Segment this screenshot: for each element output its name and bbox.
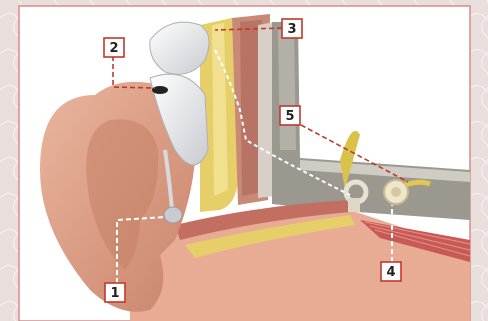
callout-4: 4 <box>381 262 401 281</box>
callout-4-label: 4 <box>386 265 395 280</box>
callout-3: 3 <box>282 19 302 38</box>
callout-3-label: 3 <box>287 22 296 37</box>
callout-2: 2 <box>104 38 124 57</box>
callout-2-label: 2 <box>109 41 118 56</box>
earpiece <box>164 207 182 223</box>
mastoid-bone-highlight <box>278 30 296 150</box>
auditory-nerve <box>405 182 430 185</box>
callout-1-label: 1 <box>110 286 119 301</box>
callout-1: 1 <box>105 283 125 302</box>
cochlea-core <box>391 187 401 197</box>
ossicles <box>348 198 360 212</box>
callout-5-label: 5 <box>285 109 294 124</box>
callout-5: 5 <box>280 106 300 125</box>
